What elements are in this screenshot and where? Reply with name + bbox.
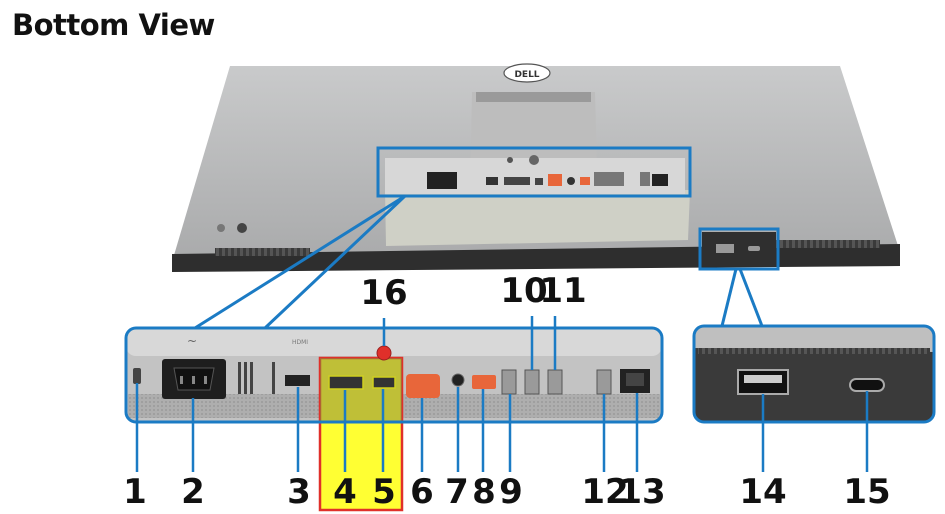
callout-16: 16 <box>360 273 407 313</box>
callout-14: 14 <box>739 472 786 512</box>
callout-11: 11 <box>539 271 586 311</box>
connector-line-left <box>194 194 406 330</box>
displayport-out <box>372 376 396 389</box>
hdmi-label-icon: HDMI <box>292 339 308 346</box>
displayport-in <box>328 375 364 390</box>
connector-line-right <box>263 194 407 330</box>
joystick-icon <box>217 224 225 232</box>
callout-box-side <box>698 227 780 271</box>
usb-a-port-10 <box>524 369 540 395</box>
zoomed-port-panel: ~ HDMI <box>126 328 662 512</box>
dell-logo: DELL <box>503 63 551 83</box>
mini-side-panel <box>702 232 776 266</box>
dell-logo-text: DELL <box>514 70 539 80</box>
hdmi-port <box>285 375 310 386</box>
callout-7: 7 <box>445 472 469 512</box>
monitor-bottom-photo: DELL <box>172 63 900 272</box>
vent-left <box>215 248 310 256</box>
leader-lines <box>135 316 869 472</box>
callout-12: 12 <box>581 472 628 512</box>
callout-6: 6 <box>410 472 434 512</box>
vent-right <box>770 240 880 248</box>
stand-recess <box>385 190 690 246</box>
zoom-box-side <box>692 324 936 424</box>
ac-symbol-icon: ~ <box>187 334 197 348</box>
callout-9: 9 <box>499 472 523 512</box>
page-title: Bottom View <box>12 8 215 42</box>
callout-numbers: 1 2 3 4 5 6 7 8 9 10 11 12 13 14 15 16 <box>123 271 891 512</box>
callout-4: 4 <box>333 472 357 512</box>
usb-c-side-port <box>849 378 885 392</box>
callout-2: 2 <box>181 472 205 512</box>
callout-3: 3 <box>287 472 311 512</box>
callout-8: 8 <box>472 472 496 512</box>
usb-a-port-11 <box>547 369 563 395</box>
zoom-box-main <box>124 326 664 424</box>
security-lock-slot-icon <box>133 368 141 384</box>
audio-jack <box>451 373 465 387</box>
callout-10: 10 <box>500 271 547 311</box>
usb-a-port-12 <box>596 369 612 395</box>
usb-a-port-9 <box>501 369 517 395</box>
stand-lock-icon <box>376 345 392 361</box>
callout-1: 1 <box>123 472 147 512</box>
callout-15: 15 <box>843 472 890 512</box>
callout-box-main <box>376 146 692 198</box>
zoomed-side-panel <box>694 326 934 422</box>
usb-c-downstream-port <box>472 375 496 389</box>
callout-13: 13 <box>618 472 665 512</box>
callout-5: 5 <box>372 472 396 512</box>
power-button-icon <box>237 223 247 233</box>
usb-c-upstream-port <box>406 374 440 398</box>
